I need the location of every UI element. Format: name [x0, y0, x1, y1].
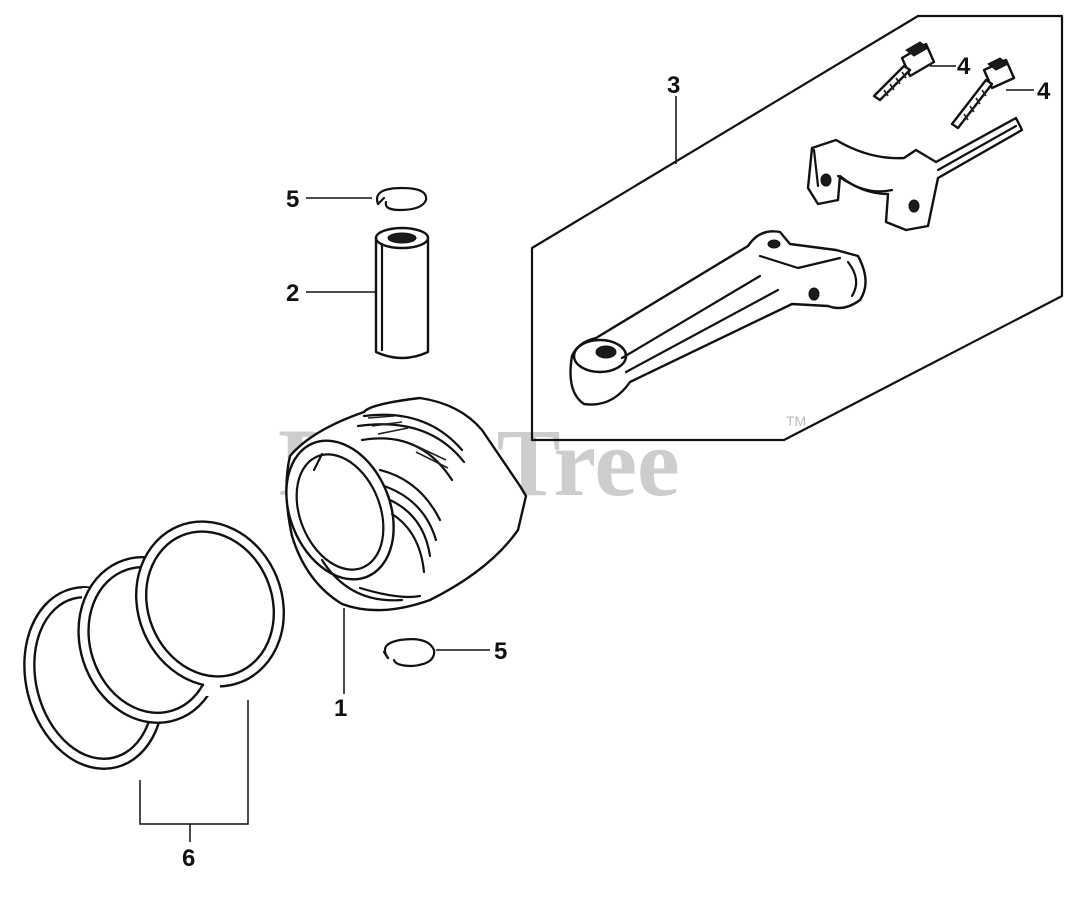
leader-lines — [139, 65, 1034, 842]
watermark-trademark: TM — [786, 413, 806, 429]
connecting-rod[interactable] — [569, 230, 867, 406]
rod-bolt-a[interactable] — [872, 41, 936, 102]
rod-bolt-b[interactable] — [950, 57, 1016, 130]
callout-rod-bolt-a: 4 — [957, 53, 971, 80]
callout-rod-bolt-b: 4 — [1037, 78, 1051, 105]
callout-piston-pin: 2 — [286, 280, 299, 307]
callout-pin-clip-top: 5 — [286, 186, 299, 213]
callout-piston-ring-set: 6 — [182, 845, 195, 872]
connecting-rod-cap[interactable] — [806, 116, 1024, 232]
callouts: 5 2 3 4 4 5 1 6 — [182, 53, 1051, 872]
piston[interactable] — [267, 396, 528, 612]
piston-ring-top — [134, 520, 286, 696]
connecting-rod-set-frame — [530, 14, 1064, 442]
piston-pin[interactable] — [374, 226, 430, 360]
pin-clip-top[interactable] — [375, 186, 428, 212]
piston-ring-set[interactable] — [6, 499, 308, 784]
pin-clip-bottom[interactable] — [382, 638, 436, 668]
callout-piston: 1 — [334, 695, 347, 722]
callout-pin-clip-bottom: 5 — [494, 638, 507, 665]
callout-connecting-rod-set: 3 — [667, 72, 680, 99]
